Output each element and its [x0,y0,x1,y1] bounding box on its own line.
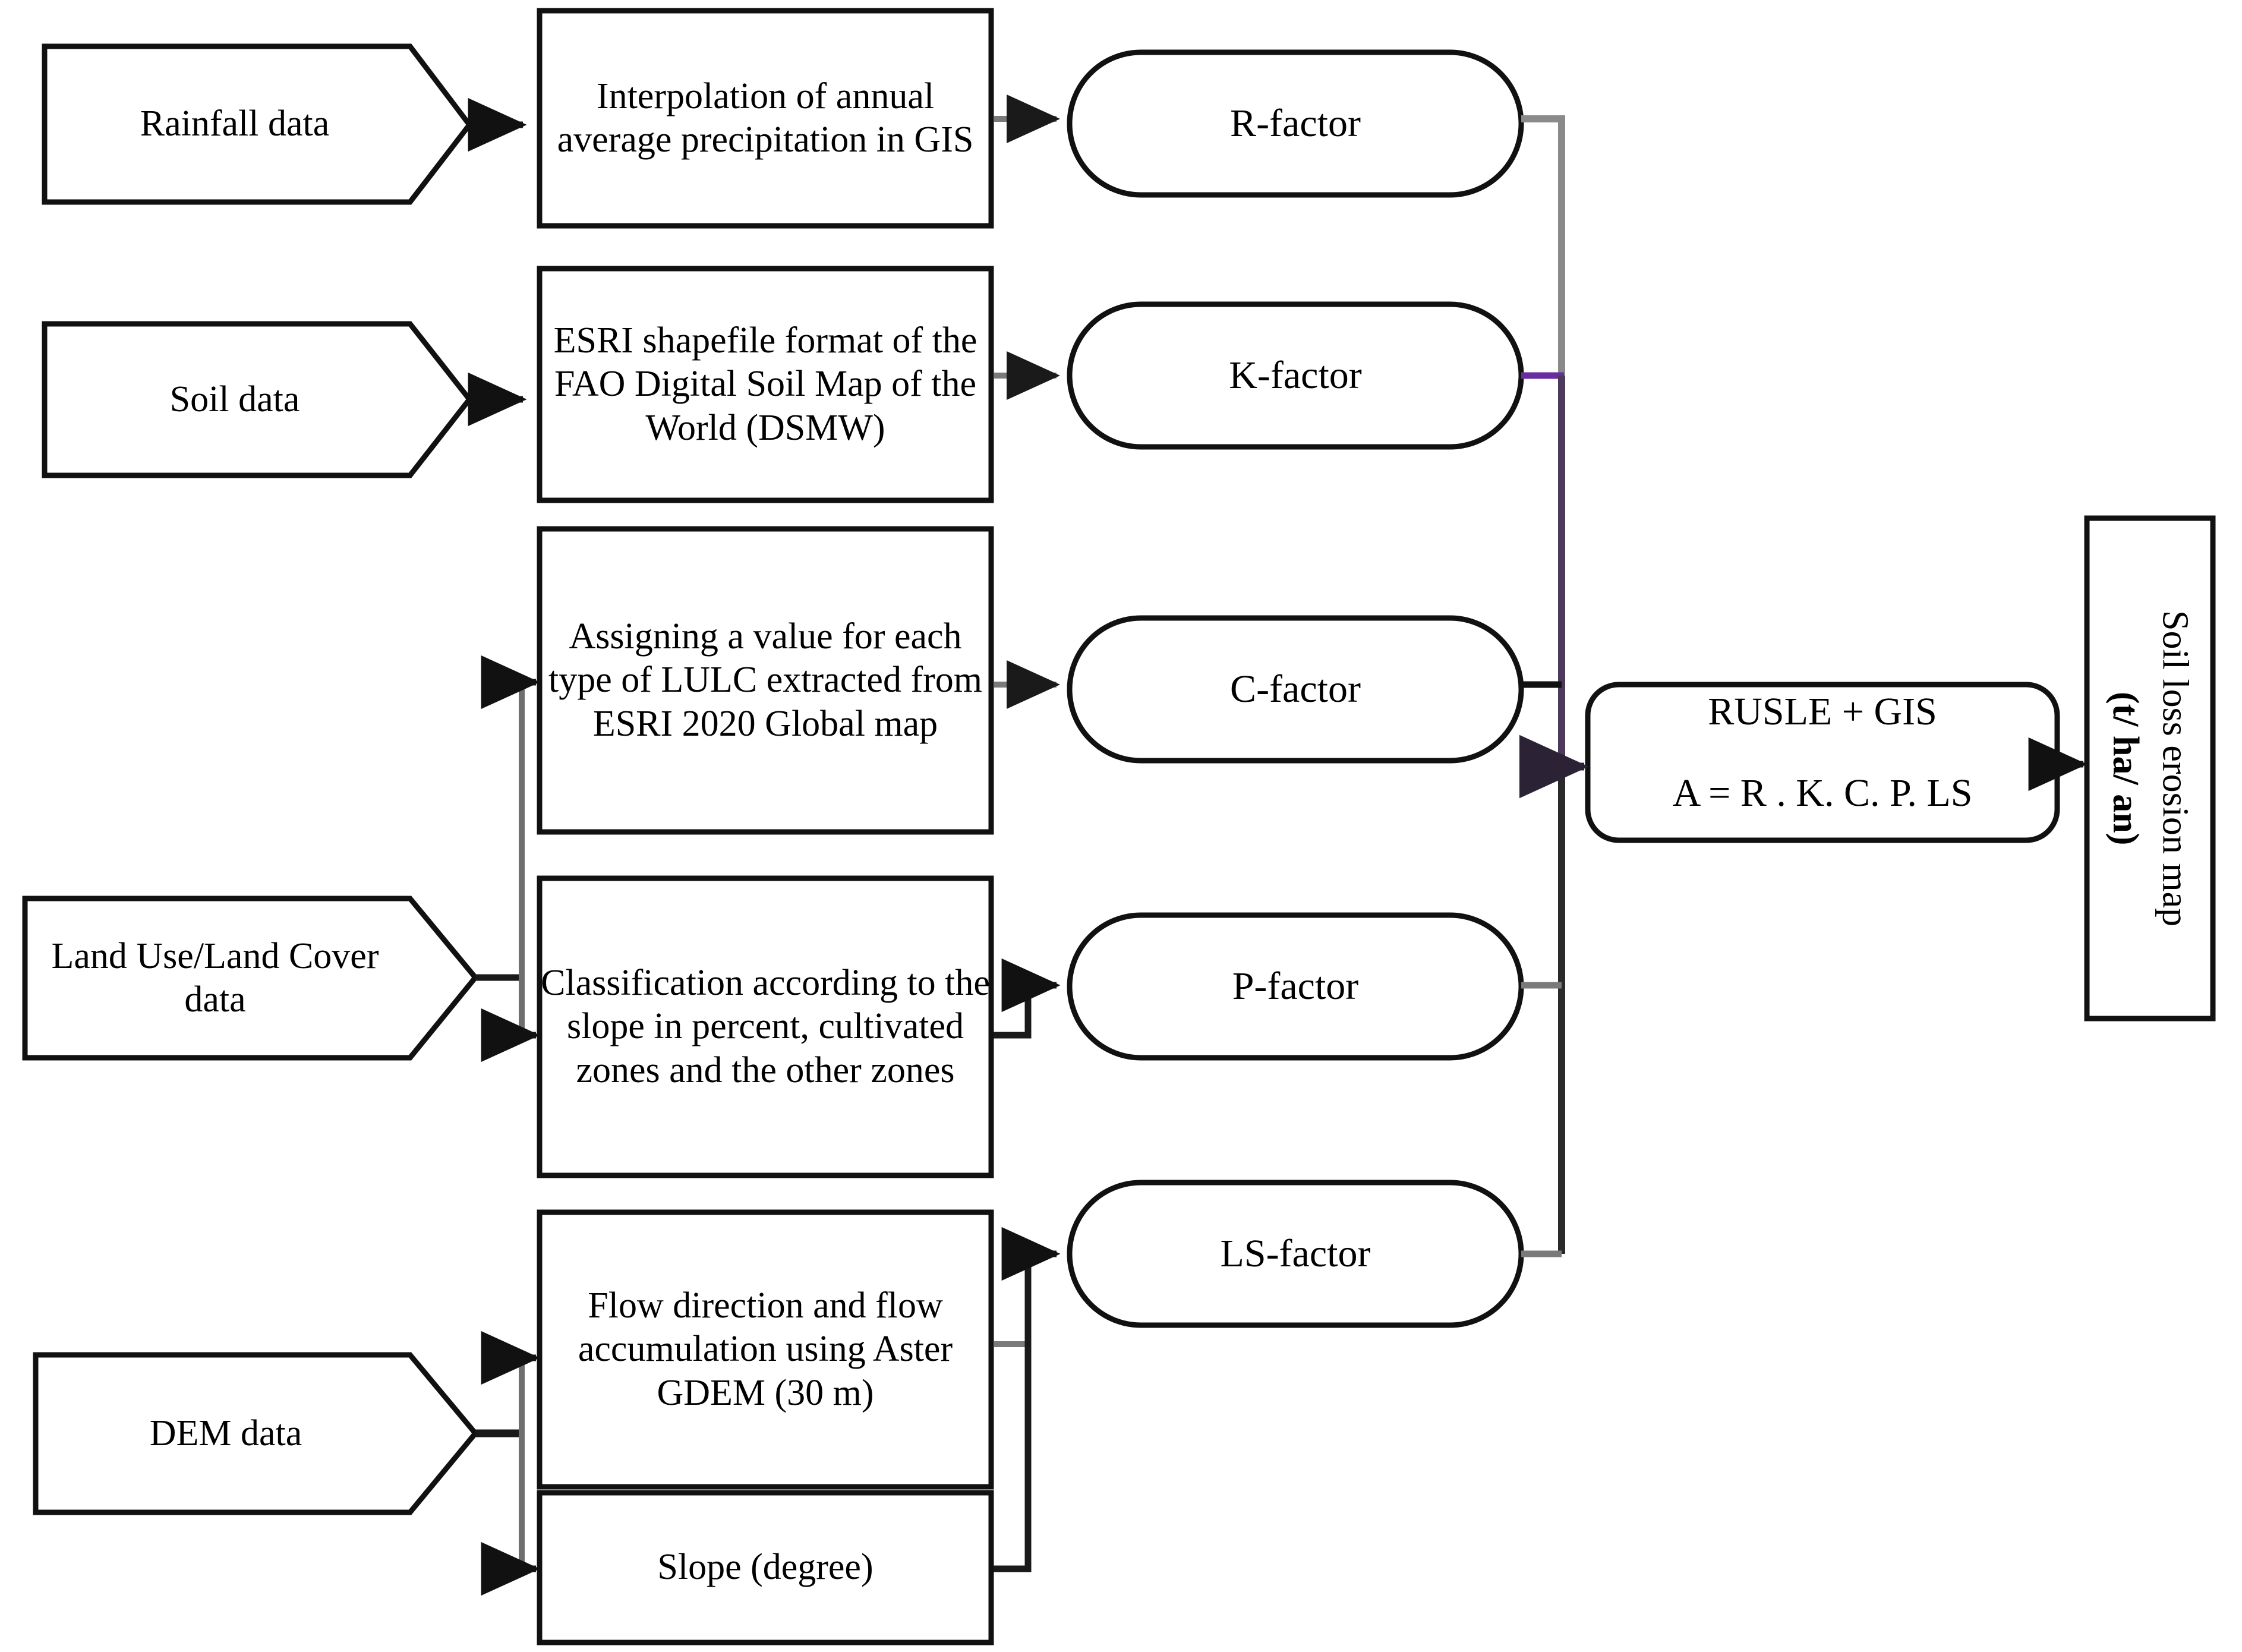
output-label-title: Soil loss erosion map [2155,610,2196,927]
factor-shape-r [1067,49,1524,198]
factor-shape-p [1067,912,1524,1061]
factor-shape-ls [1067,1180,1524,1328]
input-shape-dem [33,1352,479,1515]
process-shape-esri-soil [537,266,994,503]
input-shape-soil [42,321,473,478]
factor-shape-c [1067,615,1524,764]
process-shape-assign-lulc [537,526,994,835]
connector-slope-to-ls [994,1227,1061,1572]
process-shape-interpolation [537,8,994,229]
process-shape-slope [537,1490,994,1645]
factor-shape-k [1067,301,1524,450]
model-shape-rusle [1585,682,2060,843]
input-shape-rainfall [42,43,473,205]
process-shape-flow-direction [537,1209,994,1490]
output-label-unit: (t/ ha/ an) [2105,691,2146,846]
input-shape-lulc [22,896,479,1061]
connector-r-to-bus [1521,115,1565,376]
connector-classification-to-p [994,958,1061,1039]
process-shape-classification [537,875,994,1178]
output-text-block: (t/ ha/ an) Soil loss erosion map [2087,518,2213,1019]
